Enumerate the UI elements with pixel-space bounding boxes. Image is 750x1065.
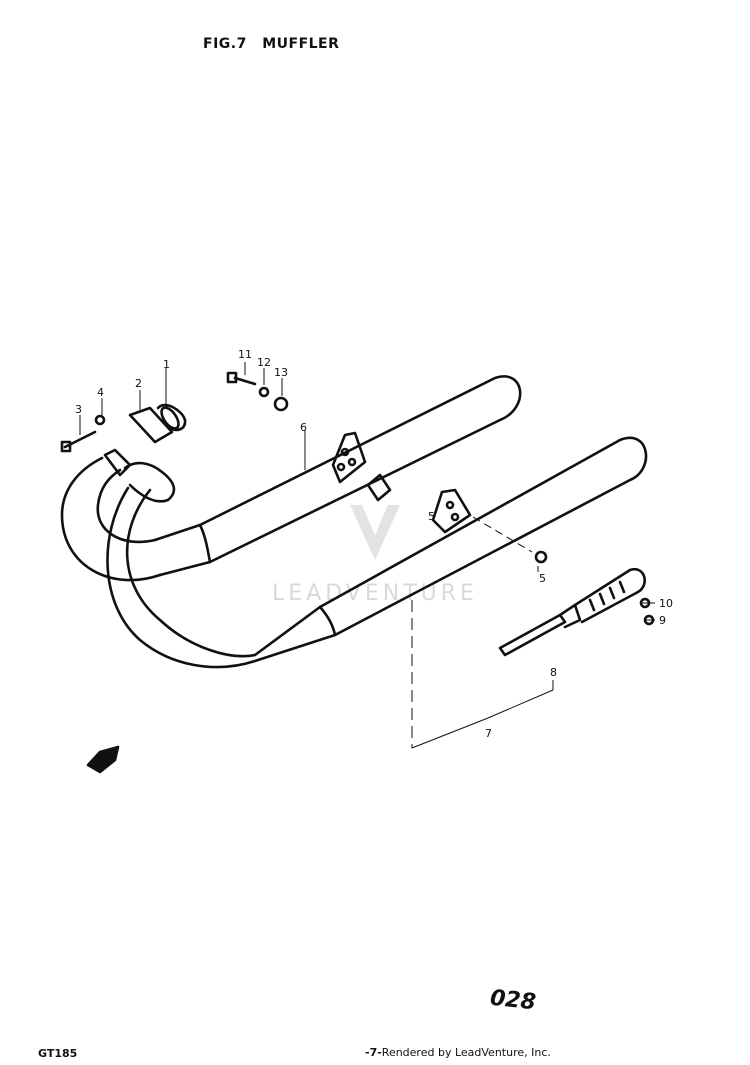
silencer-baffle <box>498 567 646 657</box>
front-direction-arrow <box>86 745 120 774</box>
callout-7: 7 <box>485 727 492 740</box>
exhaust-clamp <box>103 403 187 503</box>
figure-name: MUFFLER <box>262 36 340 52</box>
page-footer: -7-Rendered by LeadVenture, Inc. <box>365 1046 551 1059</box>
bolt-11 <box>226 371 257 386</box>
callout-5b: 5 <box>539 572 546 585</box>
callout-5a: 5 <box>428 510 435 523</box>
leader-lines <box>79 362 655 749</box>
page-number: -7- <box>365 1046 382 1059</box>
catalog-code: 028 <box>488 985 538 1016</box>
nut-13 <box>273 396 289 412</box>
mount-bracket-upper <box>331 431 392 502</box>
callout-8: 8 <box>550 666 557 679</box>
callout-13: 13 <box>274 366 288 379</box>
model-label: GT185 <box>38 1047 78 1060</box>
washer-4 <box>94 414 106 426</box>
nut-5 <box>534 550 548 564</box>
rendered-by: Rendered by LeadVenture, Inc. <box>381 1046 551 1059</box>
washer-12 <box>258 386 270 398</box>
callout-4: 4 <box>97 386 104 399</box>
callout-10: 10 <box>659 597 673 610</box>
gasket-1 <box>160 406 180 430</box>
watermark-text: LEADVENTURE <box>272 581 478 606</box>
callout-3: 3 <box>75 403 82 416</box>
mount-bracket-lower <box>431 488 472 534</box>
callout-9: 9 <box>659 614 666 627</box>
callout-12: 12 <box>257 356 271 369</box>
figure-title: FIG.7 MUFFLER <box>203 36 349 52</box>
muffler-upper <box>60 375 522 582</box>
muffler-lower <box>106 436 648 669</box>
bolt-3 <box>60 430 97 453</box>
callout-11: 11 <box>238 348 252 361</box>
leadventure-watermark: LEADVENTURE <box>272 505 478 606</box>
callout-labels: 1 2 3 4 5 5 6 7 8 9 10 11 12 13 <box>75 348 673 740</box>
figure-number: FIG.7 <box>203 36 247 52</box>
callout-1: 1 <box>163 358 170 371</box>
watermark-logo <box>350 505 400 560</box>
callout-2: 2 <box>135 377 142 390</box>
callout-6: 6 <box>300 421 307 434</box>
